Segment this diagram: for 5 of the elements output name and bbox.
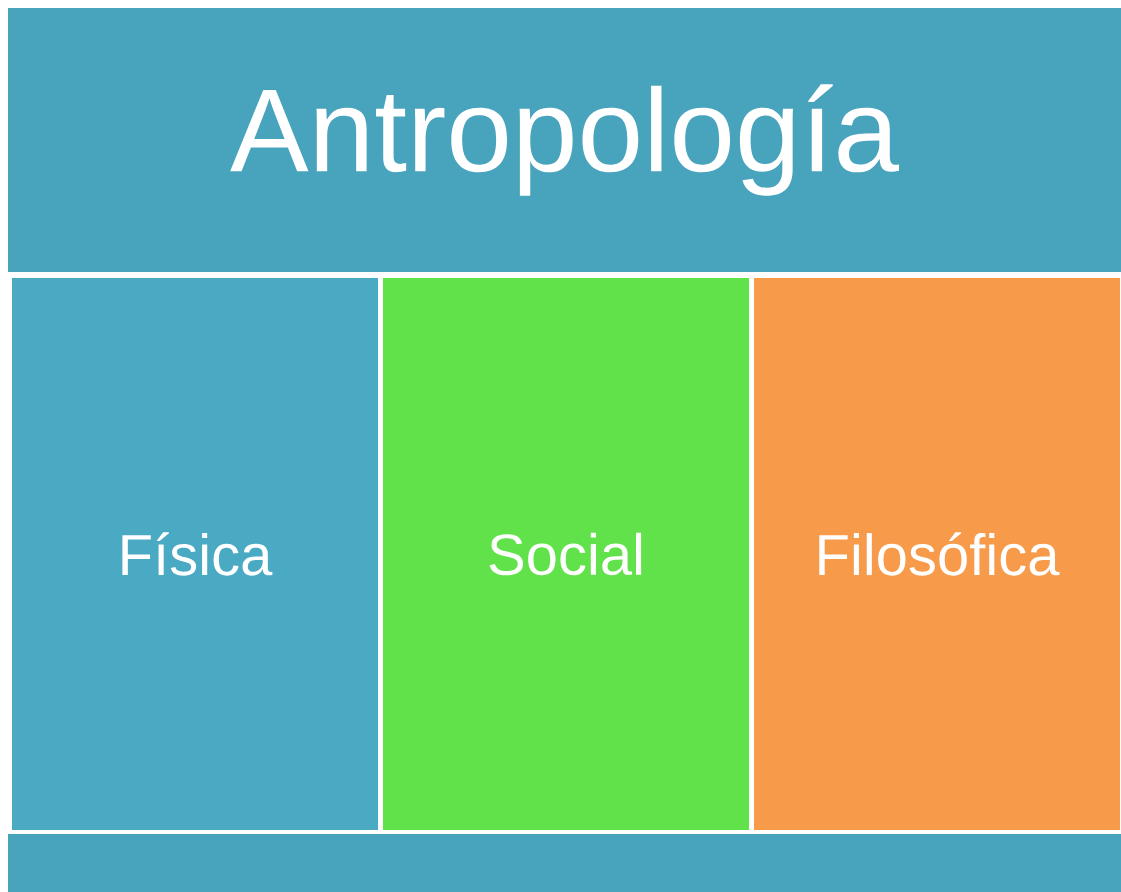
category-box: Filosófica — [754, 278, 1120, 830]
category-box: Social — [383, 278, 749, 830]
title-band: Antropología — [8, 8, 1121, 272]
footer-band — [8, 834, 1121, 892]
category-box: Física — [12, 278, 378, 830]
